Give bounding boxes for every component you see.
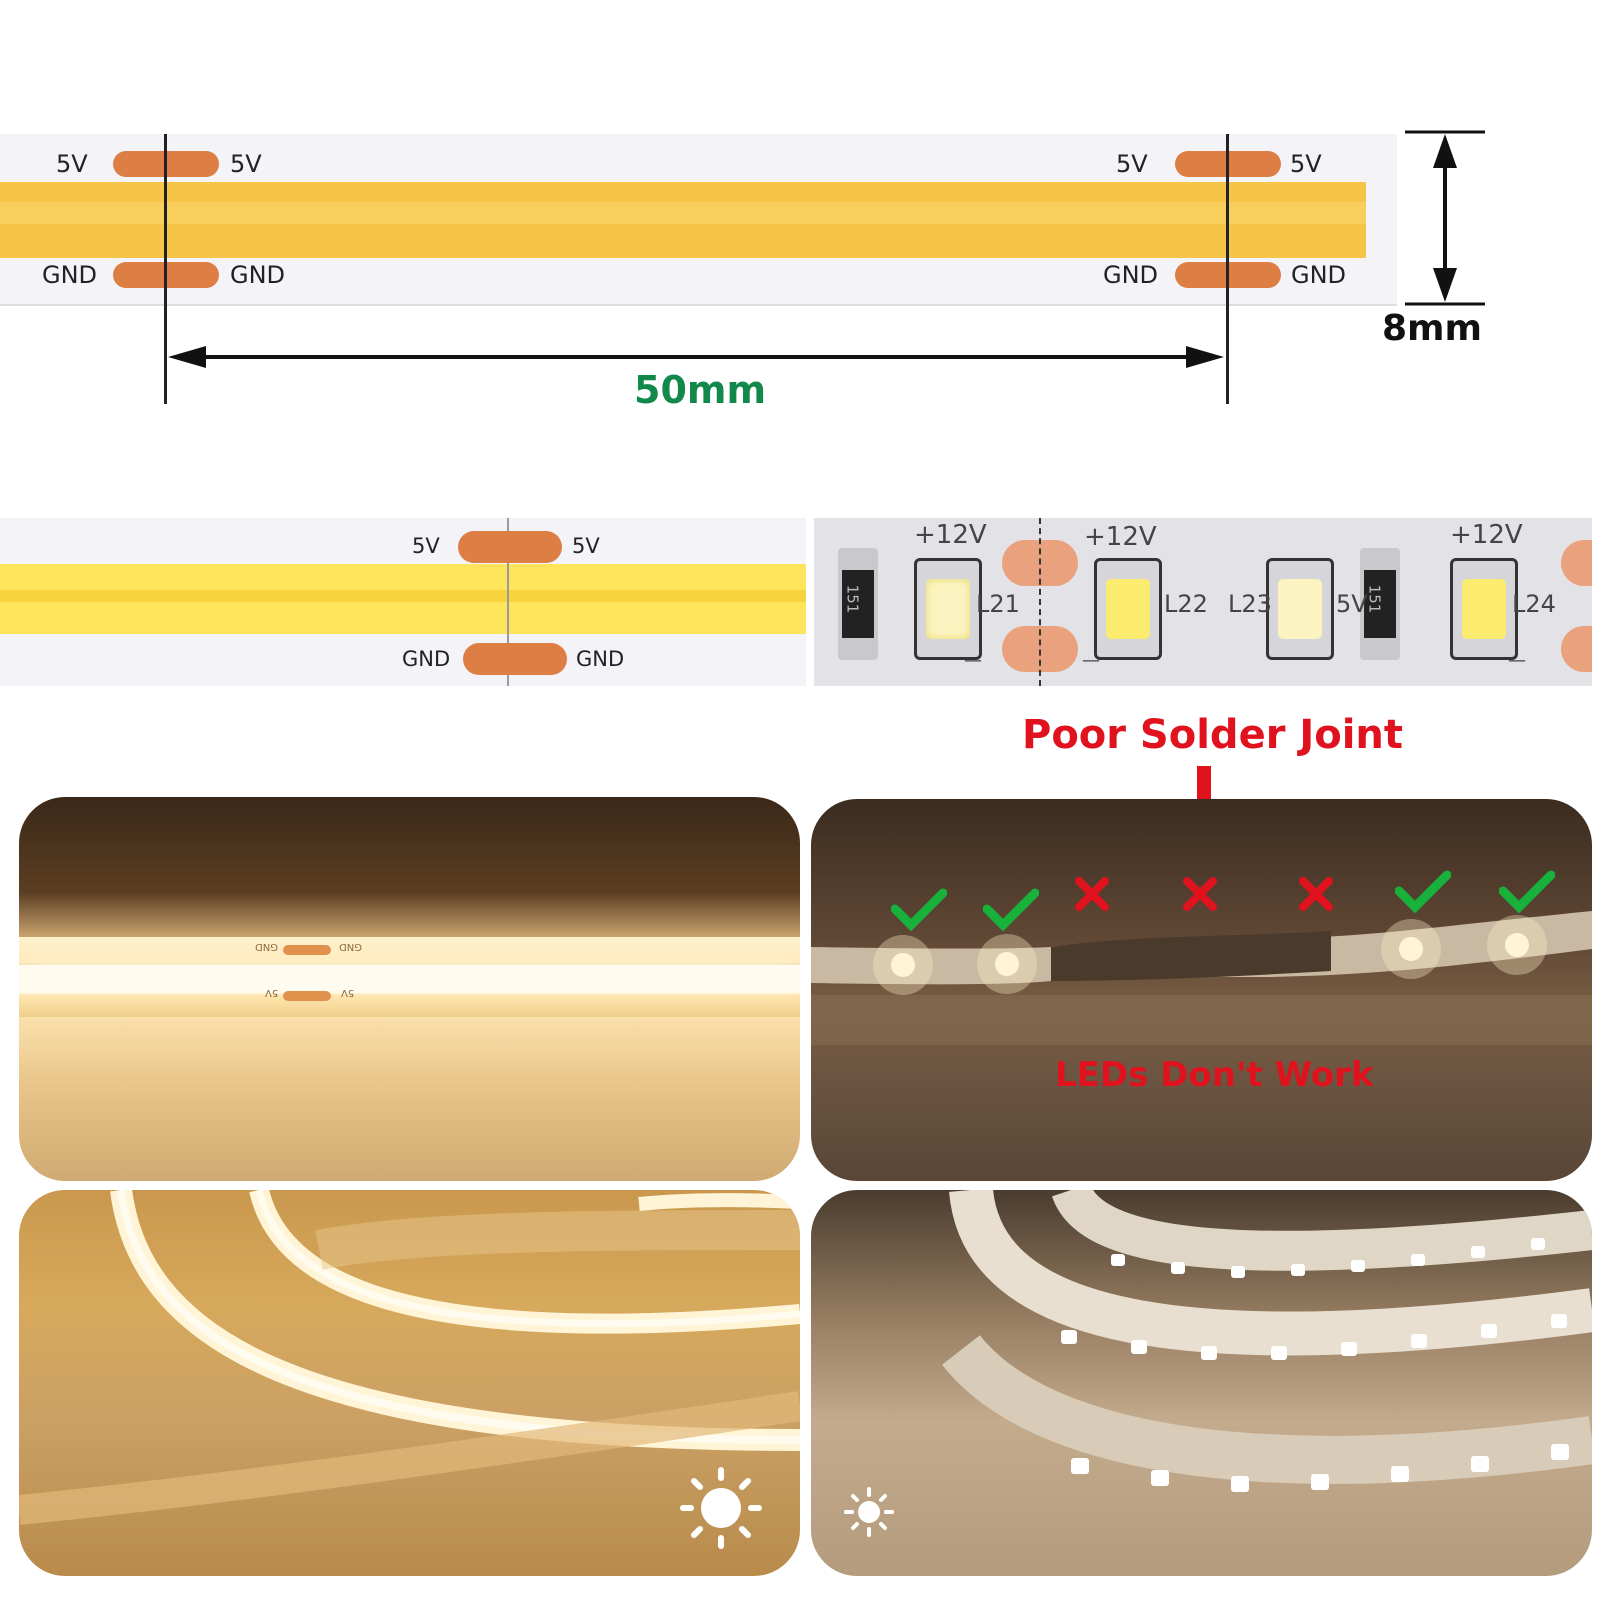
cob-yellow-band xyxy=(0,564,806,634)
sun-icon-small xyxy=(844,1487,894,1537)
label-5v: 5V xyxy=(1116,150,1148,178)
label-5v: 5V xyxy=(230,150,262,178)
sun-icon-large xyxy=(680,1467,762,1549)
label-gnd: GND xyxy=(1103,261,1159,289)
label-plus12v: +12V xyxy=(1450,520,1523,550)
label-minus: — xyxy=(964,650,982,671)
cut-line-right xyxy=(1226,134,1229,404)
length-label: 50mm xyxy=(634,368,767,412)
coiled-cob-strip-photo xyxy=(19,1190,800,1576)
strip-yellow-band xyxy=(0,182,1366,258)
label-plus12v: +12V xyxy=(914,520,987,550)
label-minus: — xyxy=(1508,650,1526,671)
length-dimension-arrow xyxy=(168,346,1224,368)
check-icon xyxy=(1499,870,1555,913)
check-icon xyxy=(891,888,947,931)
poor-solder-joint-title: Poor Solder Joint xyxy=(1022,712,1404,758)
label-l22: L22 xyxy=(1164,590,1208,618)
label-plus12v: +12V xyxy=(1084,522,1157,552)
led-chip xyxy=(1450,558,1518,660)
label-minus: — xyxy=(1082,650,1100,671)
label-5v: 5V xyxy=(412,534,440,558)
cross-icon xyxy=(1183,877,1217,911)
leds-dont-work-caption: LEDs Don't Work xyxy=(1055,1055,1374,1095)
label-gnd: GND xyxy=(576,647,625,671)
label-l21: L21 xyxy=(976,590,1020,618)
poor-solder-strip-photo: LEDs Don't Work xyxy=(811,799,1592,1181)
resistor: 151 xyxy=(1360,548,1400,660)
led-chip xyxy=(1266,558,1334,660)
check-icon xyxy=(983,888,1039,931)
label-5v: 5V xyxy=(56,150,88,178)
led-chip xyxy=(914,558,982,660)
led-chip xyxy=(1094,558,1162,660)
label-gnd: GND xyxy=(1291,261,1347,289)
label-gnd: GND xyxy=(402,647,451,671)
width-dimension-arrow xyxy=(1405,130,1485,306)
label-5v: 5V xyxy=(1290,150,1322,178)
label-gnd: GND xyxy=(230,261,286,289)
width-label: 8mm xyxy=(1382,308,1483,349)
smd-closeup-panel: 151 151 +12V +12V +12V L21 L22 L23 5V L2… xyxy=(814,518,1592,686)
label-gnd: GND xyxy=(42,261,98,289)
copper-pad-gnd xyxy=(463,643,567,675)
lit-cob-strip-photo: GND GND 5V 5V xyxy=(19,797,800,1181)
label-5v: 5V xyxy=(572,534,600,558)
label-l23: L23 xyxy=(1228,590,1272,618)
coiled-smd-strip-photo xyxy=(811,1190,1592,1576)
resistor: 151 xyxy=(838,548,878,660)
top-cob-strip-diagram xyxy=(0,134,1397,306)
cut-line-left xyxy=(164,134,167,404)
copper-pad-5v xyxy=(458,531,562,563)
cross-icon xyxy=(1075,877,1109,911)
cob-closeup-panel xyxy=(0,518,806,686)
check-icon xyxy=(1395,870,1451,913)
label-5v: 5V xyxy=(1336,590,1368,618)
cross-icon xyxy=(1299,877,1333,911)
label-l24: L24 xyxy=(1512,590,1556,618)
